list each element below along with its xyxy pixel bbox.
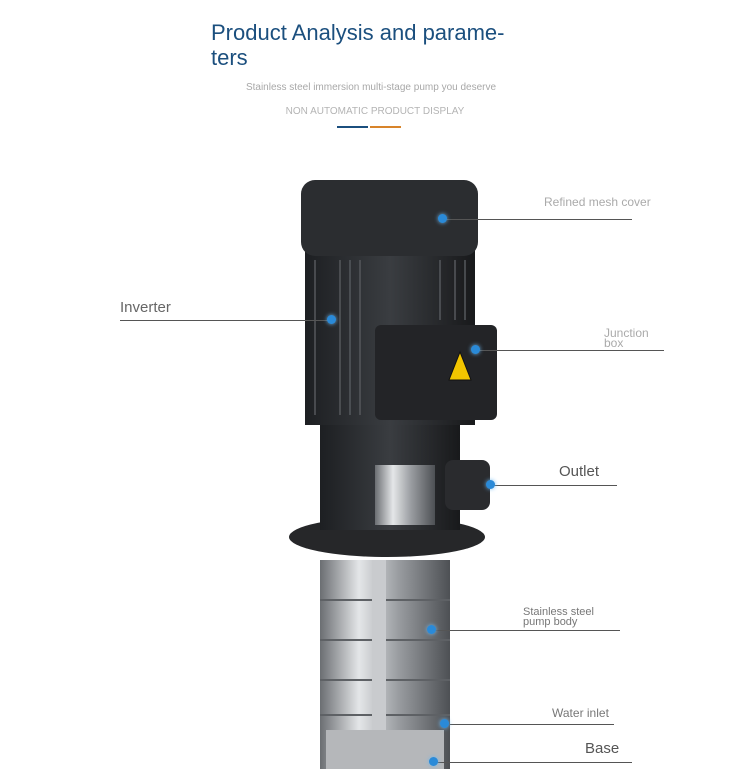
hotspot-base	[429, 757, 438, 766]
page-title: Product Analysis and parame- ters	[211, 20, 505, 70]
label-pump-body: Stainless steel pump body	[523, 606, 594, 628]
hotspot-mesh-cover	[438, 214, 447, 223]
leader-line-water-inlet	[445, 724, 614, 725]
subtitle: Stainless steel immersion multi-stage pu…	[245, 82, 497, 93]
display-label: NON AUTOMATIC PRODUCT DISPLAY	[285, 106, 465, 117]
hotspot-inverter	[327, 315, 336, 324]
hotspot-pump-body	[427, 625, 436, 634]
accent-bar-orange	[370, 126, 401, 128]
hotspot-outlet	[486, 480, 495, 489]
leader-line-outlet	[491, 485, 617, 486]
leader-line-base	[434, 762, 632, 763]
label-water-inlet: Water inlet	[552, 706, 609, 720]
label-junction-box: Junction box	[604, 326, 649, 350]
accent-bar-blue	[337, 126, 368, 128]
hotspot-junction-box	[471, 345, 480, 354]
leader-line-junction-box	[476, 350, 664, 351]
hotspot-water-inlet	[440, 719, 449, 728]
label-inverter: Inverter	[120, 299, 171, 316]
leader-line-inverter	[120, 320, 332, 321]
label-base: Base	[585, 740, 620, 757]
label-mesh-cover: Refined mesh cover	[544, 195, 651, 209]
label-outlet: Outlet	[559, 463, 600, 480]
leader-line-mesh-cover	[443, 219, 632, 220]
leader-line-pump-body	[432, 630, 620, 631]
